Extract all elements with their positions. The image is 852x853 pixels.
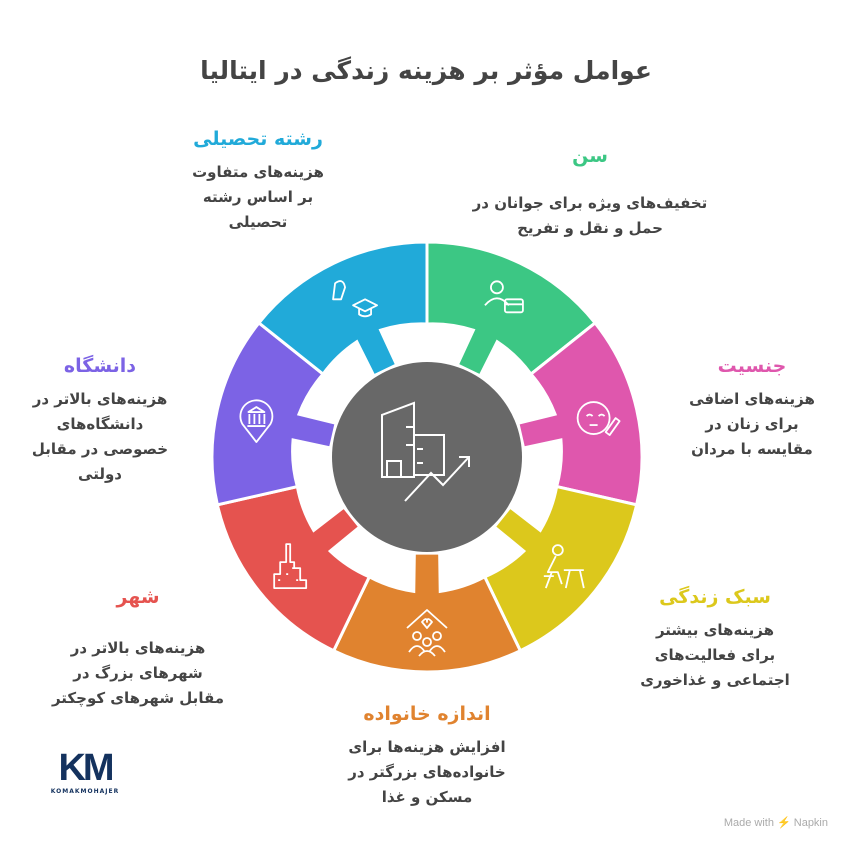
- logo-mark: KM: [58, 747, 114, 789]
- person-card-icon: [484, 280, 524, 314]
- label-lifestyle: سبک زندگی هزینه‌های بیشتر برای فعالیت‌های ا…: [595, 586, 835, 693]
- description-line: افزایش هزینه‌ها برای: [348, 738, 506, 756]
- graduation-icon: [332, 280, 378, 318]
- factor-title: سبک زندگی: [659, 586, 771, 608]
- segment-major: [256, 240, 429, 378]
- label-major: رشته تحصیلی هزینه‌های متفاوت بر اساس رشته ت…: [138, 128, 378, 235]
- description-line: هزینه‌های اضافی: [689, 390, 815, 408]
- factor-description: هزینه‌های اضافی برای زنان در مقایسه با مرد…: [632, 387, 852, 462]
- label-university: دانشگاه هزینه‌های بالاتر در دانشگاه‌های خصو…: [0, 355, 220, 487]
- factor-description: هزینه‌های متفاوت بر اساس رشته تحصیلی: [138, 160, 378, 235]
- description-line: برای زنان در: [705, 415, 799, 433]
- description-line: هزینه‌های بالاتر در: [70, 639, 206, 657]
- center-circle: [332, 362, 522, 552]
- description-line: هزینه‌های بیشتر: [655, 621, 775, 639]
- napkin-credit[interactable]: Made with ⚡ Napkin: [723, 817, 828, 829]
- factor-description: هزینه‌های بالاتر در شهرهای بزرگ در مقابل ش…: [18, 636, 258, 711]
- factor-description: تخفیف‌های ویژه برای جوانان در حمل و نقل و…: [470, 191, 710, 241]
- description-line: مقایسه با مردان: [691, 440, 813, 458]
- factor-title: سن: [572, 145, 608, 167]
- description-line: خصوصی در مقابل: [31, 440, 169, 458]
- logo-name: KOMAKMOHAJER: [50, 788, 120, 795]
- label-city: شهر هزینه‌های بالاتر در شهرهای بزرگ در مقاب…: [18, 586, 258, 711]
- description-line: تخفیف‌های ویژه برای جوانان در: [472, 194, 708, 212]
- komakmohajer-logo: KM KOMAKMOHAJER: [40, 748, 130, 795]
- description-line: تحصیلی: [228, 213, 288, 231]
- description-line: شهرهای بزرگ در: [73, 664, 203, 682]
- description-line: دانشگاه‌های: [56, 415, 144, 433]
- factor-description: هزینه‌های بیشتر برای فعالیت‌های اجتماعی و …: [595, 618, 835, 693]
- description-line: حمل و نقل و تفریح: [517, 219, 663, 237]
- description-line: مقابل شهرهای کوچکتر: [51, 689, 225, 707]
- page-title: عوامل مؤثر بر هزینه زندگی در ایتالیا: [200, 56, 652, 85]
- description-line: هزینه‌های متفاوت: [192, 163, 324, 181]
- factor-title: اندازه خانواده: [363, 703, 491, 725]
- description-line: اجتماعی و غذاخوری: [640, 671, 790, 689]
- university-pin-icon: [239, 399, 274, 443]
- segment-family: [331, 551, 523, 674]
- description-line: بر اساس رشته: [202, 188, 314, 206]
- factor-title: جنسیت: [717, 355, 787, 377]
- person-dining-icon: [543, 544, 585, 589]
- face-makeup-icon: [576, 401, 621, 436]
- description-line: هزینه‌های بالاتر در: [32, 390, 168, 408]
- building-growth-icon: [381, 401, 470, 502]
- factor-description: افزایش هزینه‌ها برای خانواده‌های بزرگتر د…: [307, 735, 547, 810]
- factor-title: رشته تحصیلی: [193, 128, 323, 150]
- label-age: سن تخفیف‌های ویژه برای جوانان در حمل و نقل…: [470, 145, 710, 241]
- label-gender: جنسیت هزینه‌های اضافی برای زنان در مقایسه ب…: [632, 355, 852, 462]
- factor-title: دانشگاه: [63, 355, 137, 377]
- city-skyline-icon: [273, 543, 308, 590]
- factor-title: شهر: [116, 586, 160, 608]
- label-family: اندازه خانواده افزایش هزینه‌ها برای خانواد…: [307, 703, 547, 810]
- description-line: برای فعالیت‌های: [654, 646, 776, 664]
- family-home-icon: [406, 609, 448, 657]
- description-line: دولتی: [78, 465, 122, 483]
- description-line: مسکن و غذا: [381, 788, 473, 806]
- factor-description: هزینه‌های بالاتر در دانشگاه‌های خصوصی در م…: [0, 387, 220, 487]
- description-line: خانواده‌های بزرگتر در: [348, 763, 506, 781]
